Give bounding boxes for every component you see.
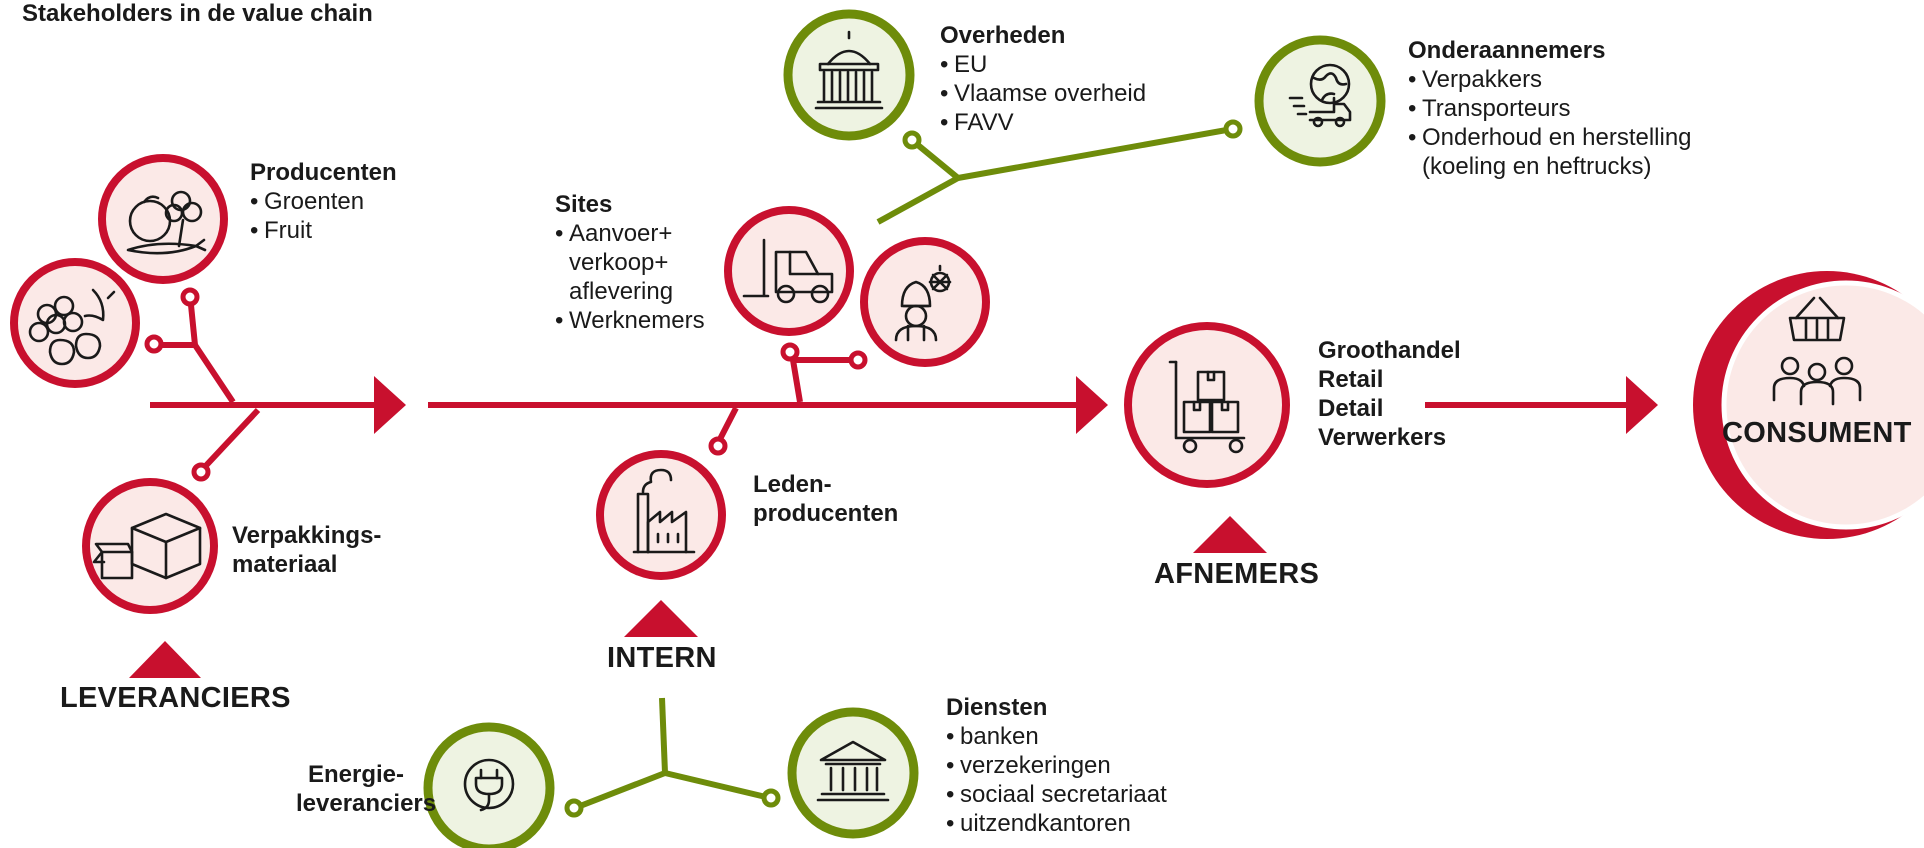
diagram-title: Stakeholders in de value chain	[22, 0, 373, 27]
cart-with-boxes-icon	[1168, 360, 1246, 454]
marker-intern	[624, 600, 698, 637]
afnemers-item: Detail	[1318, 395, 1384, 422]
producenten-title: Producenten	[250, 159, 397, 186]
verpakking-block: Verpakkings- materiaal	[232, 521, 381, 579]
flow-arrow-1	[374, 376, 406, 434]
overheden-item: EU	[940, 50, 1146, 79]
flow-arrow-2	[1076, 376, 1108, 434]
overheden-item: Vlaamse overheid	[940, 79, 1146, 108]
producenten-block: Producenten Groenten Fruit	[250, 158, 397, 245]
group-label-intern: INTERN	[607, 642, 717, 674]
marker-afnemers	[1193, 516, 1267, 553]
diensten-item: uitzendkantoren	[946, 809, 1167, 838]
diensten-item: sociaal secretariaat	[946, 780, 1167, 809]
onderaannemers-block: Onderaannemers Verpakkers Transporteurs …	[1408, 36, 1692, 181]
afnemers-item: Groothandel	[1318, 337, 1461, 364]
overheden-block: Overheden EU Vlaamse overheid FAVV	[940, 21, 1146, 137]
producenten-item: Groenten	[250, 187, 397, 216]
sites-item: Werknemers	[555, 306, 705, 335]
overheden-item: FAVV	[940, 108, 1146, 137]
branch-overheid	[876, 126, 1233, 225]
marker-leveranciers	[129, 641, 201, 678]
diensten-block: Diensten banken verzekeringen sociaal se…	[946, 693, 1167, 838]
energie-line1: Energie-	[307, 761, 404, 788]
vegetables-icon	[126, 190, 207, 255]
leden-line1: Leden-	[753, 471, 832, 498]
fruit-icon	[28, 288, 116, 366]
leden-block: Leden- producenten	[753, 470, 898, 528]
branch-diensten	[573, 697, 771, 811]
diensten-item: banken	[946, 722, 1167, 751]
diensten-title: Diensten	[946, 694, 1048, 721]
diensten-item: verzekeringen	[946, 751, 1167, 780]
producenten-item: Fruit	[250, 216, 397, 245]
consumer-label: CONSUMENT	[1722, 417, 1912, 449]
energie-line2: leveranciers	[296, 790, 437, 817]
branch-leveranciers	[155, 294, 261, 475]
energie-block: Energie- leveranciers	[296, 760, 437, 818]
sites-item: Aanvoer+	[555, 219, 705, 248]
afnemers-item: Retail	[1318, 366, 1384, 393]
onderaannemers-item: Transporteurs	[1408, 94, 1692, 123]
group-label-leveranciers: LEVERANCIERS	[60, 682, 291, 714]
onderaannemers-item: Verpakkers	[1408, 65, 1692, 94]
afnemers-list-block: Groothandel Retail Detail Verwerkers	[1318, 336, 1461, 452]
power-plug-icon	[463, 758, 515, 812]
verpakking-line1: Verpakkings-	[232, 522, 382, 549]
boxes-icon	[92, 512, 202, 580]
circle-cart	[1124, 322, 1290, 488]
onderaannemers-item-continued: (koeling en heftrucks)	[1422, 153, 1652, 180]
sites-title: Sites	[555, 191, 613, 218]
overheden-title: Overheden	[940, 22, 1066, 49]
worker-icon	[894, 264, 952, 342]
sites-block: Sites Aanvoer+ verkoop+ aflevering Werkn…	[555, 190, 705, 335]
circle-fruit	[10, 258, 140, 388]
circle-vegetables	[98, 154, 228, 284]
onderaannemers-item: Onderhoud en herstelling	[1408, 123, 1692, 152]
afnemers-item: Verwerkers	[1318, 424, 1447, 451]
bank-icon	[816, 740, 890, 802]
forklift-icon	[742, 238, 834, 304]
circle-worker	[860, 237, 990, 367]
basket-people-icon	[1772, 296, 1862, 406]
group-label-afnemers: AFNEMERS	[1154, 558, 1320, 590]
globe-delivery-truck-icon	[1288, 63, 1352, 128]
branch-intern	[715, 351, 858, 445]
factory-icon	[632, 468, 696, 554]
sites-item-continued: aflevering	[569, 278, 674, 305]
verpakking-line2: materiaal	[232, 551, 338, 578]
onderaannemers-title: Onderaannemers	[1408, 37, 1606, 64]
consumer-circle	[1693, 271, 1924, 539]
circle-bank	[787, 707, 919, 839]
flow-arrow-3	[1626, 376, 1658, 434]
leden-line2: producenten	[753, 500, 899, 527]
circle-plug	[423, 722, 555, 848]
government-building-icon	[814, 30, 884, 110]
circle-boxes	[82, 478, 218, 614]
sites-item-continued: verkoop+	[569, 249, 669, 276]
